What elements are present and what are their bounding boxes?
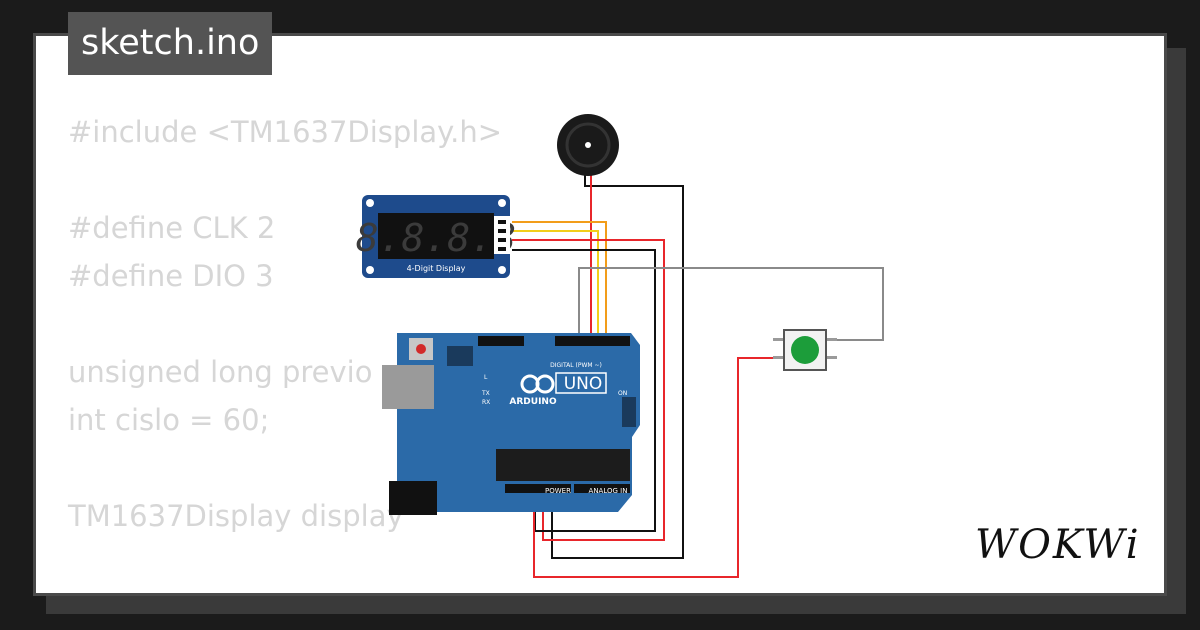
code-line: #define DIO 3 — [68, 259, 274, 293]
l-label: L — [484, 374, 488, 381]
wire-gnd-buzzer — [551, 175, 684, 559]
code-line: TM1637Display display — [68, 499, 404, 533]
four-digit-display[interactable]: 8.8.8.8 4-Digit Display — [356, 195, 516, 278]
on-label: ON — [618, 390, 627, 397]
rx-label: RX — [482, 399, 490, 406]
uno-label: UNO — [564, 374, 603, 394]
wire-button-signal — [578, 267, 884, 341]
arduino-brand: ARDUINO — [509, 397, 557, 407]
code-line: #include <TM1637Display.h> — [68, 115, 503, 149]
wire-clk — [512, 221, 607, 340]
wokwi-logo: WOKWi — [975, 522, 1141, 568]
code-line: #define CLK 2 — [68, 211, 276, 245]
tx-label: TX — [481, 390, 490, 397]
power-label: POWER — [545, 487, 571, 495]
analog-label: ANALOG IN — [589, 487, 628, 495]
arduino-uno[interactable]: UNO ARDUINO DIGITAL (PWM ~) POWER ANALOG… — [382, 333, 640, 515]
wires — [512, 175, 884, 578]
code-line: unsigned long previo — [68, 355, 373, 389]
wire-button-power — [533, 357, 779, 578]
file-name-tab[interactable]: sketch.ino — [68, 12, 273, 75]
code-preview: #include <TM1637Display.h> #define CLK 2 #… — [68, 108, 503, 593]
display-label: 4-Digit Display — [407, 264, 466, 273]
wire-dio — [512, 230, 599, 340]
buzzer[interactable] — [557, 114, 619, 180]
code-line: int cislo = 60; — [68, 403, 270, 437]
digital-header: DIGITAL (PWM ~) — [550, 362, 602, 369]
push-button[interactable] — [773, 329, 837, 371]
display-digits: 8.8.8.8 — [356, 216, 516, 260]
